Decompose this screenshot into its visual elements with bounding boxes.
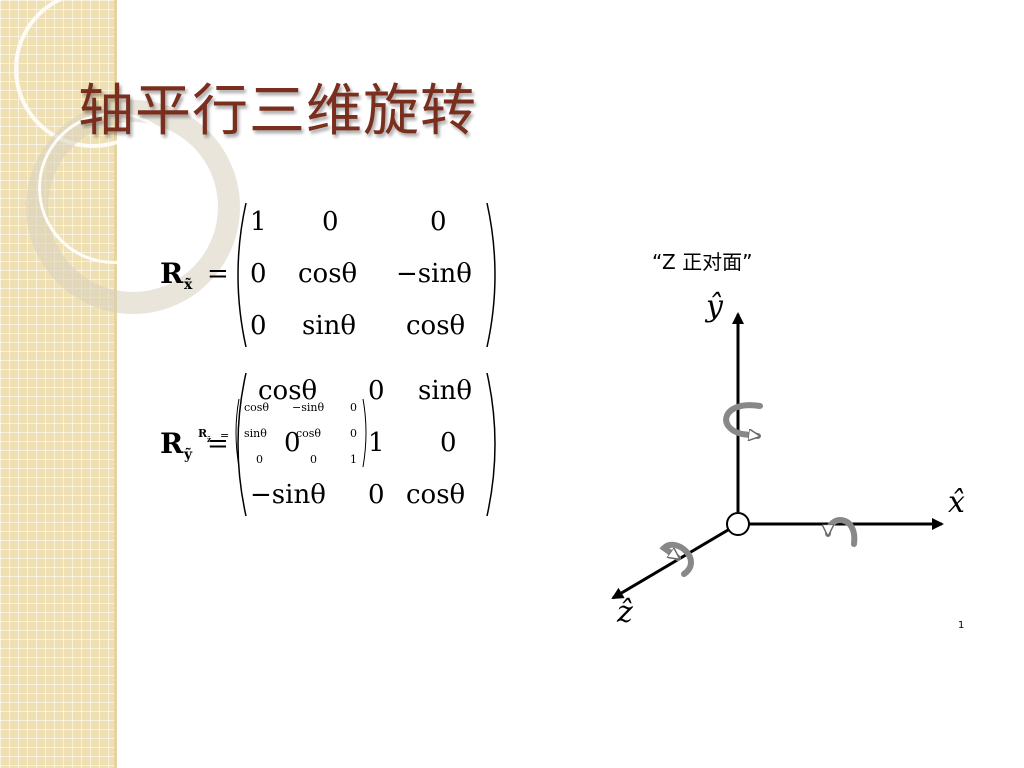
y-axis-label: ŷ bbox=[706, 289, 723, 324]
matrix-x-left-paren bbox=[237, 202, 247, 348]
matrix-x-cell: cosθ bbox=[406, 311, 466, 341]
matrix-x-label: R bbox=[160, 257, 184, 290]
y-rotation-arrow-icon bbox=[723, 402, 763, 436]
matrix-x-cell: 0 bbox=[250, 259, 267, 289]
matrix-x-subscript: x̃ bbox=[184, 277, 193, 293]
matrix-y-left-paren bbox=[237, 372, 247, 517]
matrix-z-cell: 0 bbox=[310, 453, 317, 466]
matrix-y-cell: sinθ bbox=[418, 376, 473, 406]
decorative-ring-inner bbox=[38, 112, 190, 264]
matrix-z-left-paren bbox=[235, 398, 240, 468]
matrix-z-cell: cosθ bbox=[296, 427, 322, 440]
matrix-y-cell: 0 bbox=[368, 376, 385, 406]
matrix-x-equals: = bbox=[207, 259, 229, 289]
sidebar-edge bbox=[114, 0, 117, 768]
matrix-z-cell: sinθ bbox=[244, 427, 267, 440]
matrix-z-label: R bbox=[198, 427, 208, 440]
matrix-z-equals: = bbox=[220, 429, 230, 442]
matrix-y-cell: 0 bbox=[440, 428, 457, 458]
matrix-x-cell: sinθ bbox=[302, 311, 357, 341]
matrix-z-cell: 0 bbox=[350, 427, 357, 440]
matrix-x-right-paren bbox=[486, 202, 496, 348]
matrix-z-subscript: z̃ bbox=[207, 435, 211, 444]
slide-title: 轴平行三维旋转 bbox=[78, 79, 477, 144]
matrix-y-cell: cosθ bbox=[258, 376, 318, 406]
matrix-y-cell: 0 bbox=[284, 428, 301, 458]
matrix-x-cell: cosθ bbox=[298, 259, 358, 289]
matrix-z-cell: −sinθ bbox=[292, 401, 325, 414]
diagram-caption: “Z 正对面” bbox=[652, 250, 753, 274]
matrix-y-label: R bbox=[160, 427, 184, 460]
matrix-x-cell: 0 bbox=[430, 207, 447, 237]
matrix-z-right-paren bbox=[362, 398, 367, 468]
matrix-x-cell: 0 bbox=[322, 207, 339, 237]
z-axis-label: ẑ bbox=[617, 595, 633, 630]
x-axis-label: x̂ bbox=[948, 485, 965, 520]
z-axis-line bbox=[611, 528, 729, 600]
matrix-y-subscript: ỹ bbox=[184, 447, 193, 463]
matrix-y-cell: −sinθ bbox=[250, 480, 326, 510]
matrix-x-cell: 0 bbox=[250, 311, 267, 341]
page-number: 1 bbox=[958, 620, 965, 631]
origin-circle bbox=[726, 512, 750, 536]
matrix-z-cell: 0 bbox=[256, 453, 263, 466]
matrix-y-cell: 1 bbox=[368, 428, 385, 458]
matrix-y-cell: cosθ bbox=[406, 480, 466, 510]
matrix-x-cell: −sinθ bbox=[396, 259, 472, 289]
z-rotation-arrow-icon bbox=[659, 541, 694, 577]
matrix-z-cell: 1 bbox=[350, 453, 357, 466]
matrix-y-equals: = bbox=[207, 429, 229, 459]
matrix-z-cell: 0 bbox=[350, 401, 357, 414]
matrix-z-cell: cosθ bbox=[244, 401, 270, 414]
matrix-y-cell: 0 bbox=[368, 480, 385, 510]
matrix-x-cell: 1 bbox=[250, 207, 267, 237]
x-rotation-arrow-icon bbox=[828, 517, 858, 547]
matrix-y-right-paren bbox=[486, 372, 496, 517]
